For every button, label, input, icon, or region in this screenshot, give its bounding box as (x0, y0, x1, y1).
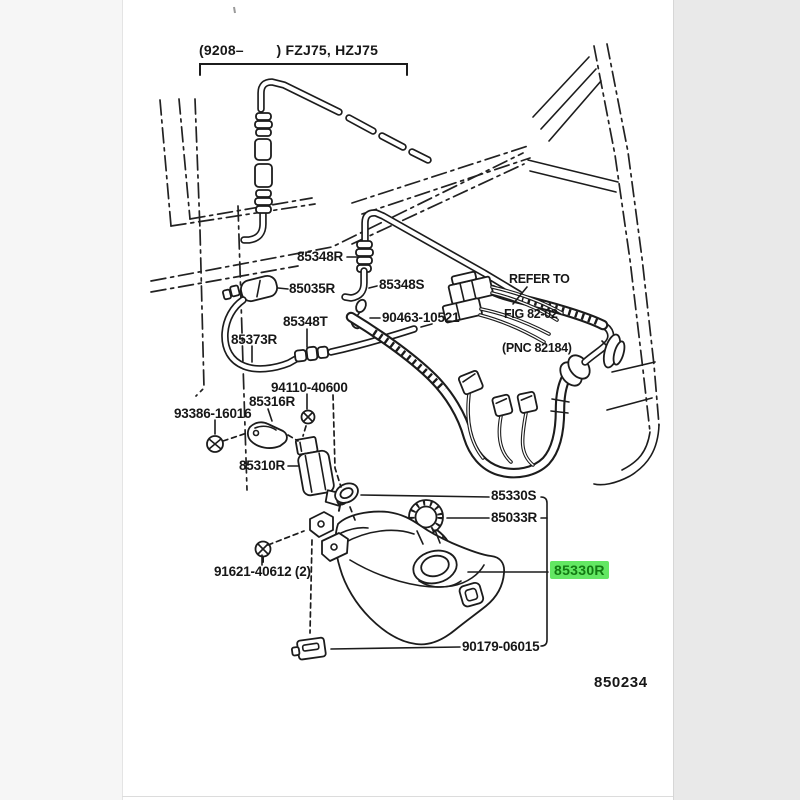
hose-elbow-85348S (341, 267, 368, 302)
washer-pump-85310R (294, 436, 348, 507)
fasteners (206, 409, 316, 563)
header-bracket (199, 63, 408, 76)
bracket-85316R (246, 421, 288, 449)
part-label-94110-40600: 94110-40600 (271, 380, 348, 395)
figure-number: 850234 (594, 674, 648, 691)
part-label-85033R: 85033R (491, 510, 538, 525)
hose-joint-chain (254, 112, 273, 214)
part-label-90463-10521: 90463-10521 (382, 310, 460, 325)
part-label-85373R: 85373R (231, 332, 278, 347)
refer-note-line3: (PNC 82184) (502, 341, 572, 355)
washer-tank-85330R (309, 510, 505, 646)
hose-85373R (221, 296, 433, 373)
part-label-85330R-highlighted[interactable]: 85330R (550, 561, 609, 579)
vehicle-body-outline (150, 43, 660, 491)
left-gutter (0, 0, 123, 800)
part-label-91621-40612: 91621-40612 (2) (214, 564, 311, 579)
refer-note-line1: REFER TO (509, 272, 570, 286)
application-note: (9208– ) FZJ75, HZJ75 (199, 42, 379, 58)
refer-note: REFER TO FIG 82-02 (PNC 82184) (502, 251, 572, 378)
part-label-85348R: 85348R (297, 249, 344, 264)
right-gutter (673, 0, 800, 800)
harness-connectors (441, 270, 564, 467)
part-label-85035R: 85035R (289, 281, 336, 296)
part-label-85348S: 85348S (379, 277, 425, 292)
part-label-85348T: 85348T (283, 314, 328, 329)
refer-note-line2: FIG 82-02 (504, 306, 558, 321)
part-label-85316R: 85316R (249, 394, 296, 409)
leader-lines (214, 256, 549, 650)
grommet-85330S (334, 482, 359, 512)
part-label-85330S: 85330S (491, 488, 537, 503)
scan-artifact (233, 6, 236, 14)
hose-85348R-joint (355, 209, 523, 298)
part-label-93386-16016: 93386-16016 (174, 406, 252, 421)
clip-90179 (290, 636, 327, 661)
joint-85348T (293, 345, 330, 363)
washer-nozzle-85035R (222, 274, 278, 303)
part-label-90179-06015: 90179-06015 (462, 639, 540, 654)
roof-washer-hose (240, 78, 432, 244)
part-label-85310R: 85310R (239, 458, 286, 473)
page-bottom-edge (122, 796, 673, 797)
group-bracket-line (540, 496, 548, 647)
